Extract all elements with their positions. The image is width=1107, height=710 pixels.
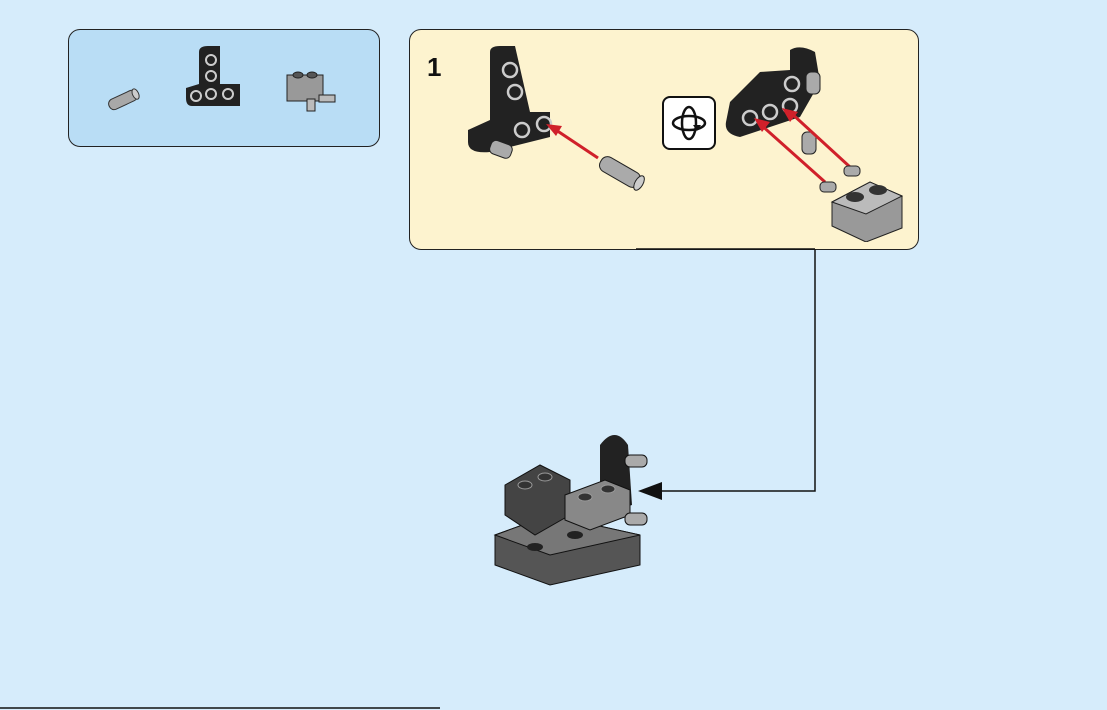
step-1-box: 1: [409, 29, 919, 250]
sub-assembly-result-illustration: [493, 435, 648, 586]
beam-assembly-illustration: [468, 46, 645, 191]
beam-with-brick-illustration: [725, 47, 904, 242]
step-number: 1: [427, 52, 442, 82]
connector-pin-part: [108, 88, 140, 111]
parts-list-box: [68, 29, 380, 147]
brick-with-pins-part: [286, 71, 336, 112]
rotate-model-icon: [662, 96, 716, 150]
technic-beam-part: [186, 46, 240, 106]
